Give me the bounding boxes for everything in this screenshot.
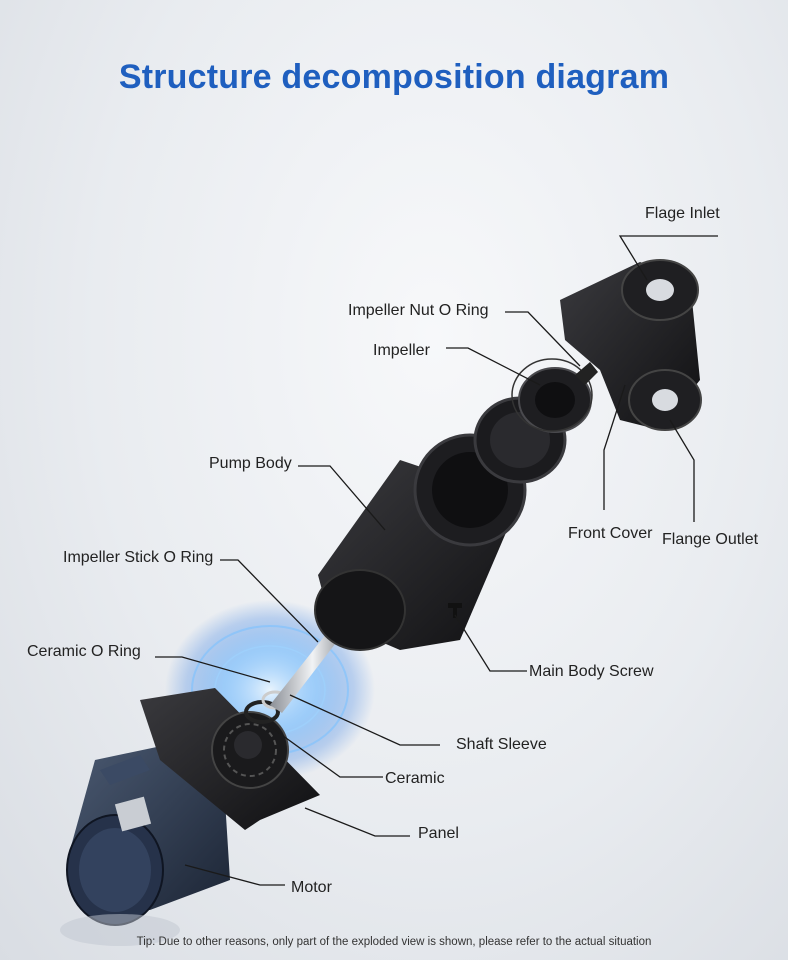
label-impeller-nut-o-ring: Impeller Nut O Ring — [348, 302, 489, 319]
leader-line-flange-outlet — [669, 419, 695, 522]
tip-note: Tip: Due to other reasons, only part of … — [136, 936, 652, 948]
leader-line-impeller-stick-o-ring — [220, 559, 319, 643]
leader-line-impeller-nut-o-ring — [505, 311, 581, 367]
label-pump-body: Pump Body — [209, 455, 292, 472]
label-main-body-screw: Main Body Screw — [529, 663, 654, 680]
label-front-cover: Front Cover — [568, 525, 653, 542]
panel-part — [140, 688, 320, 830]
pump-body-part — [314, 433, 527, 651]
leader-line-panel — [304, 807, 410, 837]
leader-lines — [155, 235, 718, 886]
label-impeller: Impeller — [373, 342, 430, 359]
label-ceramic-o-ring: Ceramic O Ring — [27, 643, 141, 660]
impeller-nut-part — [575, 362, 598, 385]
label-panel: Panel — [418, 825, 459, 842]
leader-line-shaft-sleeve — [289, 694, 440, 746]
leader-line-flage-inlet — [618, 235, 718, 281]
label-flange-outlet: Flange Outlet — [662, 531, 759, 548]
page-title: Structure decomposition diagram — [118, 58, 670, 96]
leader-line-motor — [184, 864, 285, 886]
leader-line-pump-body — [298, 465, 386, 531]
label-motor: Motor — [291, 879, 332, 896]
leader-line-ceramic-o-ring — [155, 656, 271, 683]
flange-tee-part — [560, 259, 702, 431]
motor-part — [60, 740, 230, 946]
label-impeller-stick-o-ring: Impeller Stick O Ring — [63, 549, 214, 566]
leader-line-main-body-screw — [454, 614, 527, 672]
impeller-part — [511, 358, 593, 433]
label-shaft-sleeve: Shaft Sleeve — [456, 736, 547, 753]
leader-line-front-cover — [603, 384, 626, 510]
label-flage-inlet: Flage Inlet — [645, 205, 720, 222]
label-ceramic: Ceramic — [385, 770, 445, 787]
leader-line-impeller — [446, 347, 541, 386]
leader-line-ceramic — [267, 724, 383, 778]
